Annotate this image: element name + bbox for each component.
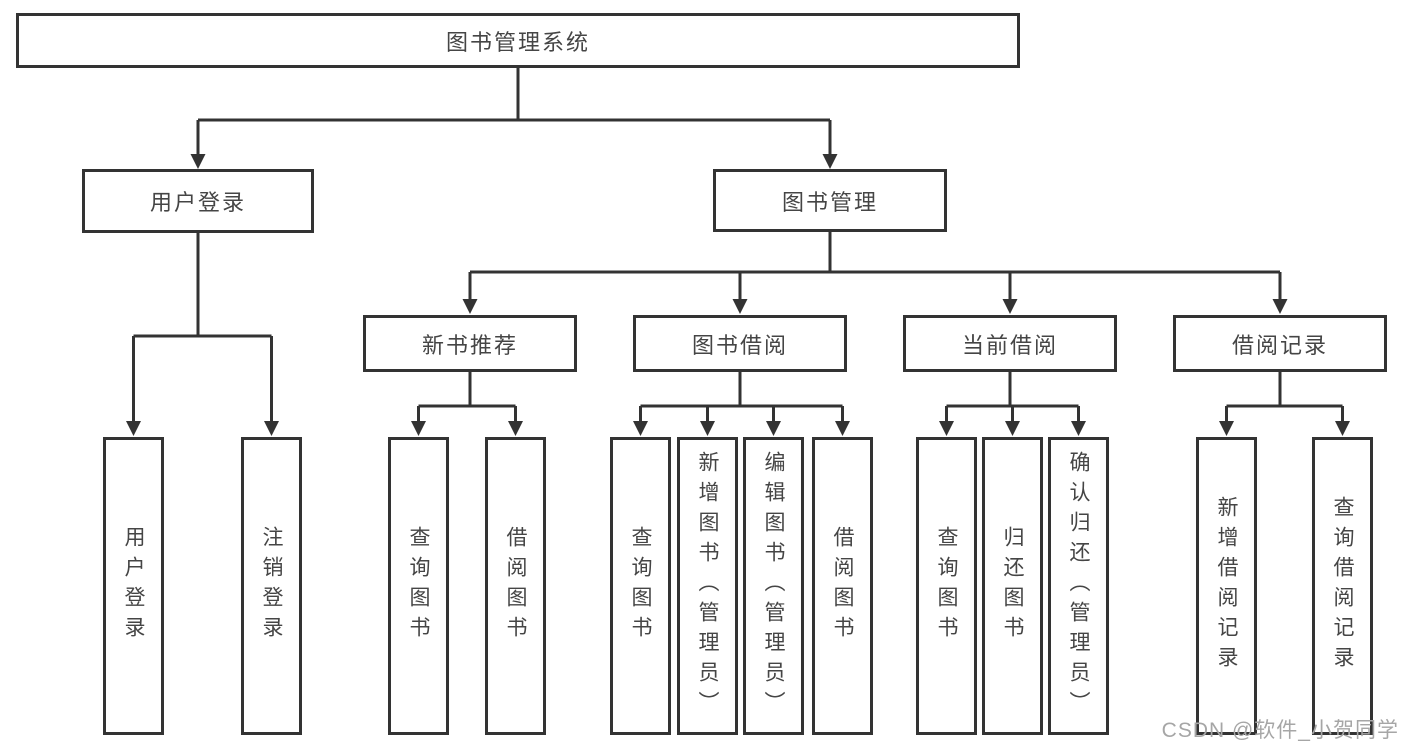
arrowheads-new-book-branch [411,421,523,436]
leaf-add-borrow-record: 新增借阅记录 [1196,437,1257,735]
node-borrowing-records: 借阅记录 [1173,315,1387,372]
node-book-borrowing: 图书借阅 [633,315,847,372]
leaf-query-borrow-record: 查询借阅记录 [1312,437,1373,735]
leaf-user-login: 用户登录 [103,437,164,735]
arrowheads-current-borrow-branch [939,421,1086,436]
leaf-borrow-books: 借阅图书 [812,437,873,735]
leaf-borrow-books: 借阅图书 [485,437,546,735]
leaf-query-books: 查询图书 [610,437,671,735]
leaf-query-books: 查询图书 [388,437,449,735]
connector-book-borrow-branch [639,372,844,424]
connector-new-book-branch [417,372,517,424]
arrowheads-user-login-branch [126,421,279,436]
leaf-query-books: 查询图书 [916,437,977,735]
connector-root-branch [196,68,832,156]
leaf-edit-books-admin: 编辑图书（管理员） [743,437,804,735]
leaf-return-books: 归还图书 [982,437,1043,735]
leaf-confirm-return-admin: 确认归还（管理员） [1048,437,1109,735]
node-new-book-recommendation: 新书推荐 [363,315,577,372]
node-current-borrowing: 当前借阅 [903,315,1117,372]
leaf-logout: 注销登录 [241,437,302,735]
connector-current-borrow-branch [945,372,1080,424]
arrowheads-book-management-branch [462,299,1288,314]
leaf-add-books-admin: 新增图书（管理员） [677,437,738,735]
arrowheads-book-borrow-branch [633,421,850,436]
watermark: CSDN @软件_小贺同学 [1161,719,1399,742]
connector-book-management-branch [468,232,1282,302]
arrowheads-root-branch [190,154,838,169]
connector-borrow-record-branch [1225,372,1344,424]
node-user-login: 用户登录 [82,169,314,233]
node-book-management-system: 图书管理系统 [16,13,1020,68]
node-book-management: 图书管理 [713,169,947,232]
connector-user-login-branch [132,233,273,424]
arrowheads-borrow-record-branch [1219,421,1350,436]
